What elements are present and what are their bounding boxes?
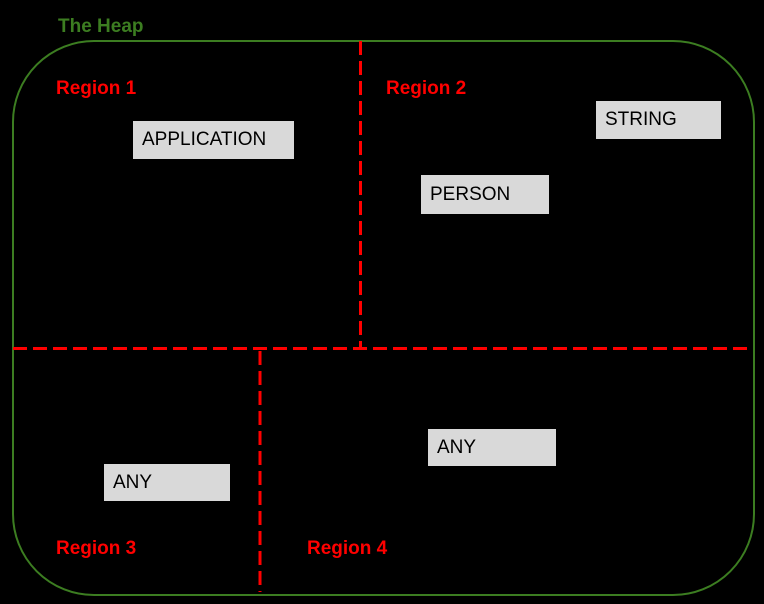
object-box-application: APPLICATION bbox=[132, 120, 295, 160]
object-box-any-region4: ANY bbox=[427, 428, 557, 467]
object-box-label: APPLICATION bbox=[142, 129, 267, 150]
region-1-label: Region 1 bbox=[56, 78, 137, 99]
heap-title: The Heap bbox=[58, 16, 144, 37]
region-3-label: Region 3 bbox=[56, 538, 137, 559]
object-box-label: PERSON bbox=[430, 183, 511, 205]
object-box-label: STRING bbox=[605, 109, 677, 130]
object-box-string: STRING bbox=[595, 100, 722, 140]
region-4-label: Region 4 bbox=[307, 538, 388, 559]
object-box-any-region3: ANY bbox=[103, 463, 231, 502]
region-2-label: Region 2 bbox=[386, 78, 467, 99]
object-box-person: PERSON bbox=[420, 174, 550, 215]
object-box-label: ANY bbox=[113, 471, 153, 493]
heap-boundary bbox=[12, 40, 755, 596]
object-box-label: ANY bbox=[437, 436, 477, 458]
